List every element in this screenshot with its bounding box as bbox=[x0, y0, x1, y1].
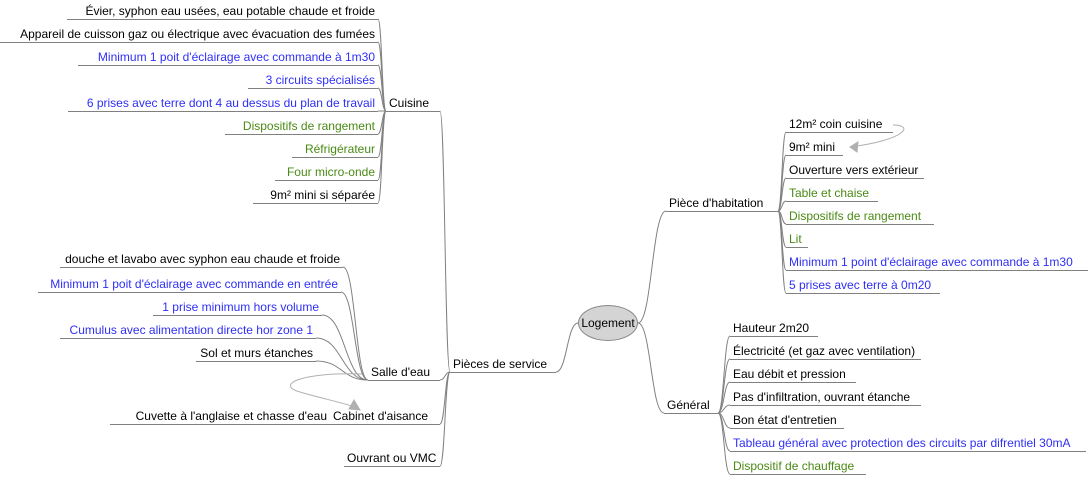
arrowhead-icon bbox=[849, 141, 859, 153]
root-node-label: Logement bbox=[581, 316, 635, 330]
pieces-service-node[interactable]: Pièces de service bbox=[453, 357, 548, 371]
habitation-connector bbox=[777, 210, 787, 294]
cabinet-item[interactable]: Cuvette à l'anglaise et chasse d'eau bbox=[135, 409, 327, 423]
salle-eau-item[interactable]: Minimum 1 poit d'éclairage avec commande… bbox=[50, 277, 338, 291]
habitation-connector bbox=[777, 200, 787, 212]
pieces-service-branch bbox=[555, 322, 579, 373]
cabinet-node[interactable]: Cabinet d'aisance bbox=[333, 409, 429, 423]
general-branch bbox=[637, 322, 665, 414]
general-item[interactable]: Dispositif de chauffage bbox=[733, 459, 855, 473]
cuisine-item[interactable]: Réfrigérateur bbox=[304, 142, 375, 156]
arrowhead-icon bbox=[348, 399, 361, 411]
cuisine-item[interactable]: Dispositifs de rangement bbox=[242, 119, 375, 133]
cuisine-item[interactable]: Évier, syphon eau usées, eau potable cha… bbox=[85, 4, 375, 18]
cuisine-item[interactable]: Minimum 1 poit d'éclairage avec commande… bbox=[97, 50, 375, 64]
habitation-branch bbox=[637, 210, 667, 324]
general-item[interactable]: Hauteur 2m20 bbox=[733, 321, 810, 335]
habitation-item[interactable]: Dispositifs de rangement bbox=[789, 209, 922, 223]
relation-arrow-salle-to-cabinet bbox=[289, 373, 363, 408]
habitation-item[interactable]: 5 prises avec terre à 0m20 bbox=[789, 278, 932, 292]
general-item[interactable]: Tableau général avec protection des circ… bbox=[733, 436, 1071, 450]
habitation-item[interactable]: 12m² coin cuisine bbox=[789, 117, 883, 131]
general-connector bbox=[717, 381, 731, 414]
habitation-item[interactable]: 9m² mini bbox=[789, 140, 836, 154]
root-node-logement[interactable]: Logement bbox=[578, 305, 638, 341]
salle-eau-item[interactable]: 1 prise minimum hors volume bbox=[162, 300, 319, 314]
habitation-item[interactable]: Table et chaise bbox=[789, 186, 870, 200]
general-item[interactable]: Pas d'infiltration, ouvrant étanche bbox=[733, 390, 911, 404]
salle-eau-connector bbox=[340, 291, 369, 381]
salle-eau-item[interactable]: Sol et murs étanches bbox=[200, 346, 313, 360]
cuisine-connector bbox=[377, 87, 387, 112]
habitation-item[interactable]: Ouverture vers extérieur bbox=[789, 163, 919, 177]
cuisine-item[interactable]: Four micro-onde bbox=[286, 165, 375, 179]
ouvrant-node[interactable]: Ouvrant ou VMC bbox=[347, 451, 437, 465]
general-item[interactable]: Eau débit et pression bbox=[733, 367, 846, 381]
salle-eau-node[interactable]: Salle d'eau bbox=[371, 365, 431, 379]
salle-eau-connector bbox=[342, 266, 369, 381]
ouvrant-branch bbox=[439, 371, 451, 467]
habitation-connector bbox=[777, 177, 787, 212]
habitation-item[interactable]: Lit bbox=[789, 232, 802, 246]
salle-eau-connector bbox=[321, 314, 369, 381]
cuisine-branch bbox=[439, 110, 451, 373]
cuisine-connector bbox=[377, 110, 387, 204]
relation-arrow-12m2-to-9m2 bbox=[849, 124, 905, 148]
general-connector bbox=[717, 335, 731, 414]
salle-eau-item[interactable]: douche et lavabo avec syphon eau chaude … bbox=[65, 252, 340, 266]
salle-eau-item[interactable]: Cumulus avec alimentation directe hor zo… bbox=[69, 323, 313, 337]
general-connector bbox=[717, 404, 731, 414]
general-connector bbox=[717, 412, 731, 475]
general-item[interactable]: Électricité (et gaz avec ventilation) bbox=[733, 344, 916, 358]
cuisine-item[interactable]: 3 circuits spécialisés bbox=[265, 73, 375, 87]
habitation-node[interactable]: Pièce d'habitation bbox=[669, 196, 764, 210]
habitation-connector bbox=[777, 131, 787, 212]
general-node[interactable]: Général bbox=[667, 398, 710, 412]
cuisine-node[interactable]: Cuisine bbox=[389, 96, 430, 110]
salle-eau-connector bbox=[315, 360, 369, 381]
general-item[interactable]: Bon état d'entretien bbox=[733, 413, 837, 427]
cuisine-item[interactable]: 6 prises avec terre dont 4 au dessus du … bbox=[86, 96, 375, 110]
salle-eau-connector bbox=[315, 337, 369, 381]
habitation-item[interactable]: Minimum 1 point d'éclairage avec command… bbox=[789, 255, 1073, 269]
cuisine-item[interactable]: Appareil de cuisson gaz ou électrique av… bbox=[20, 27, 375, 41]
cuisine-item[interactable]: 9m² mini si séparée bbox=[270, 188, 375, 202]
